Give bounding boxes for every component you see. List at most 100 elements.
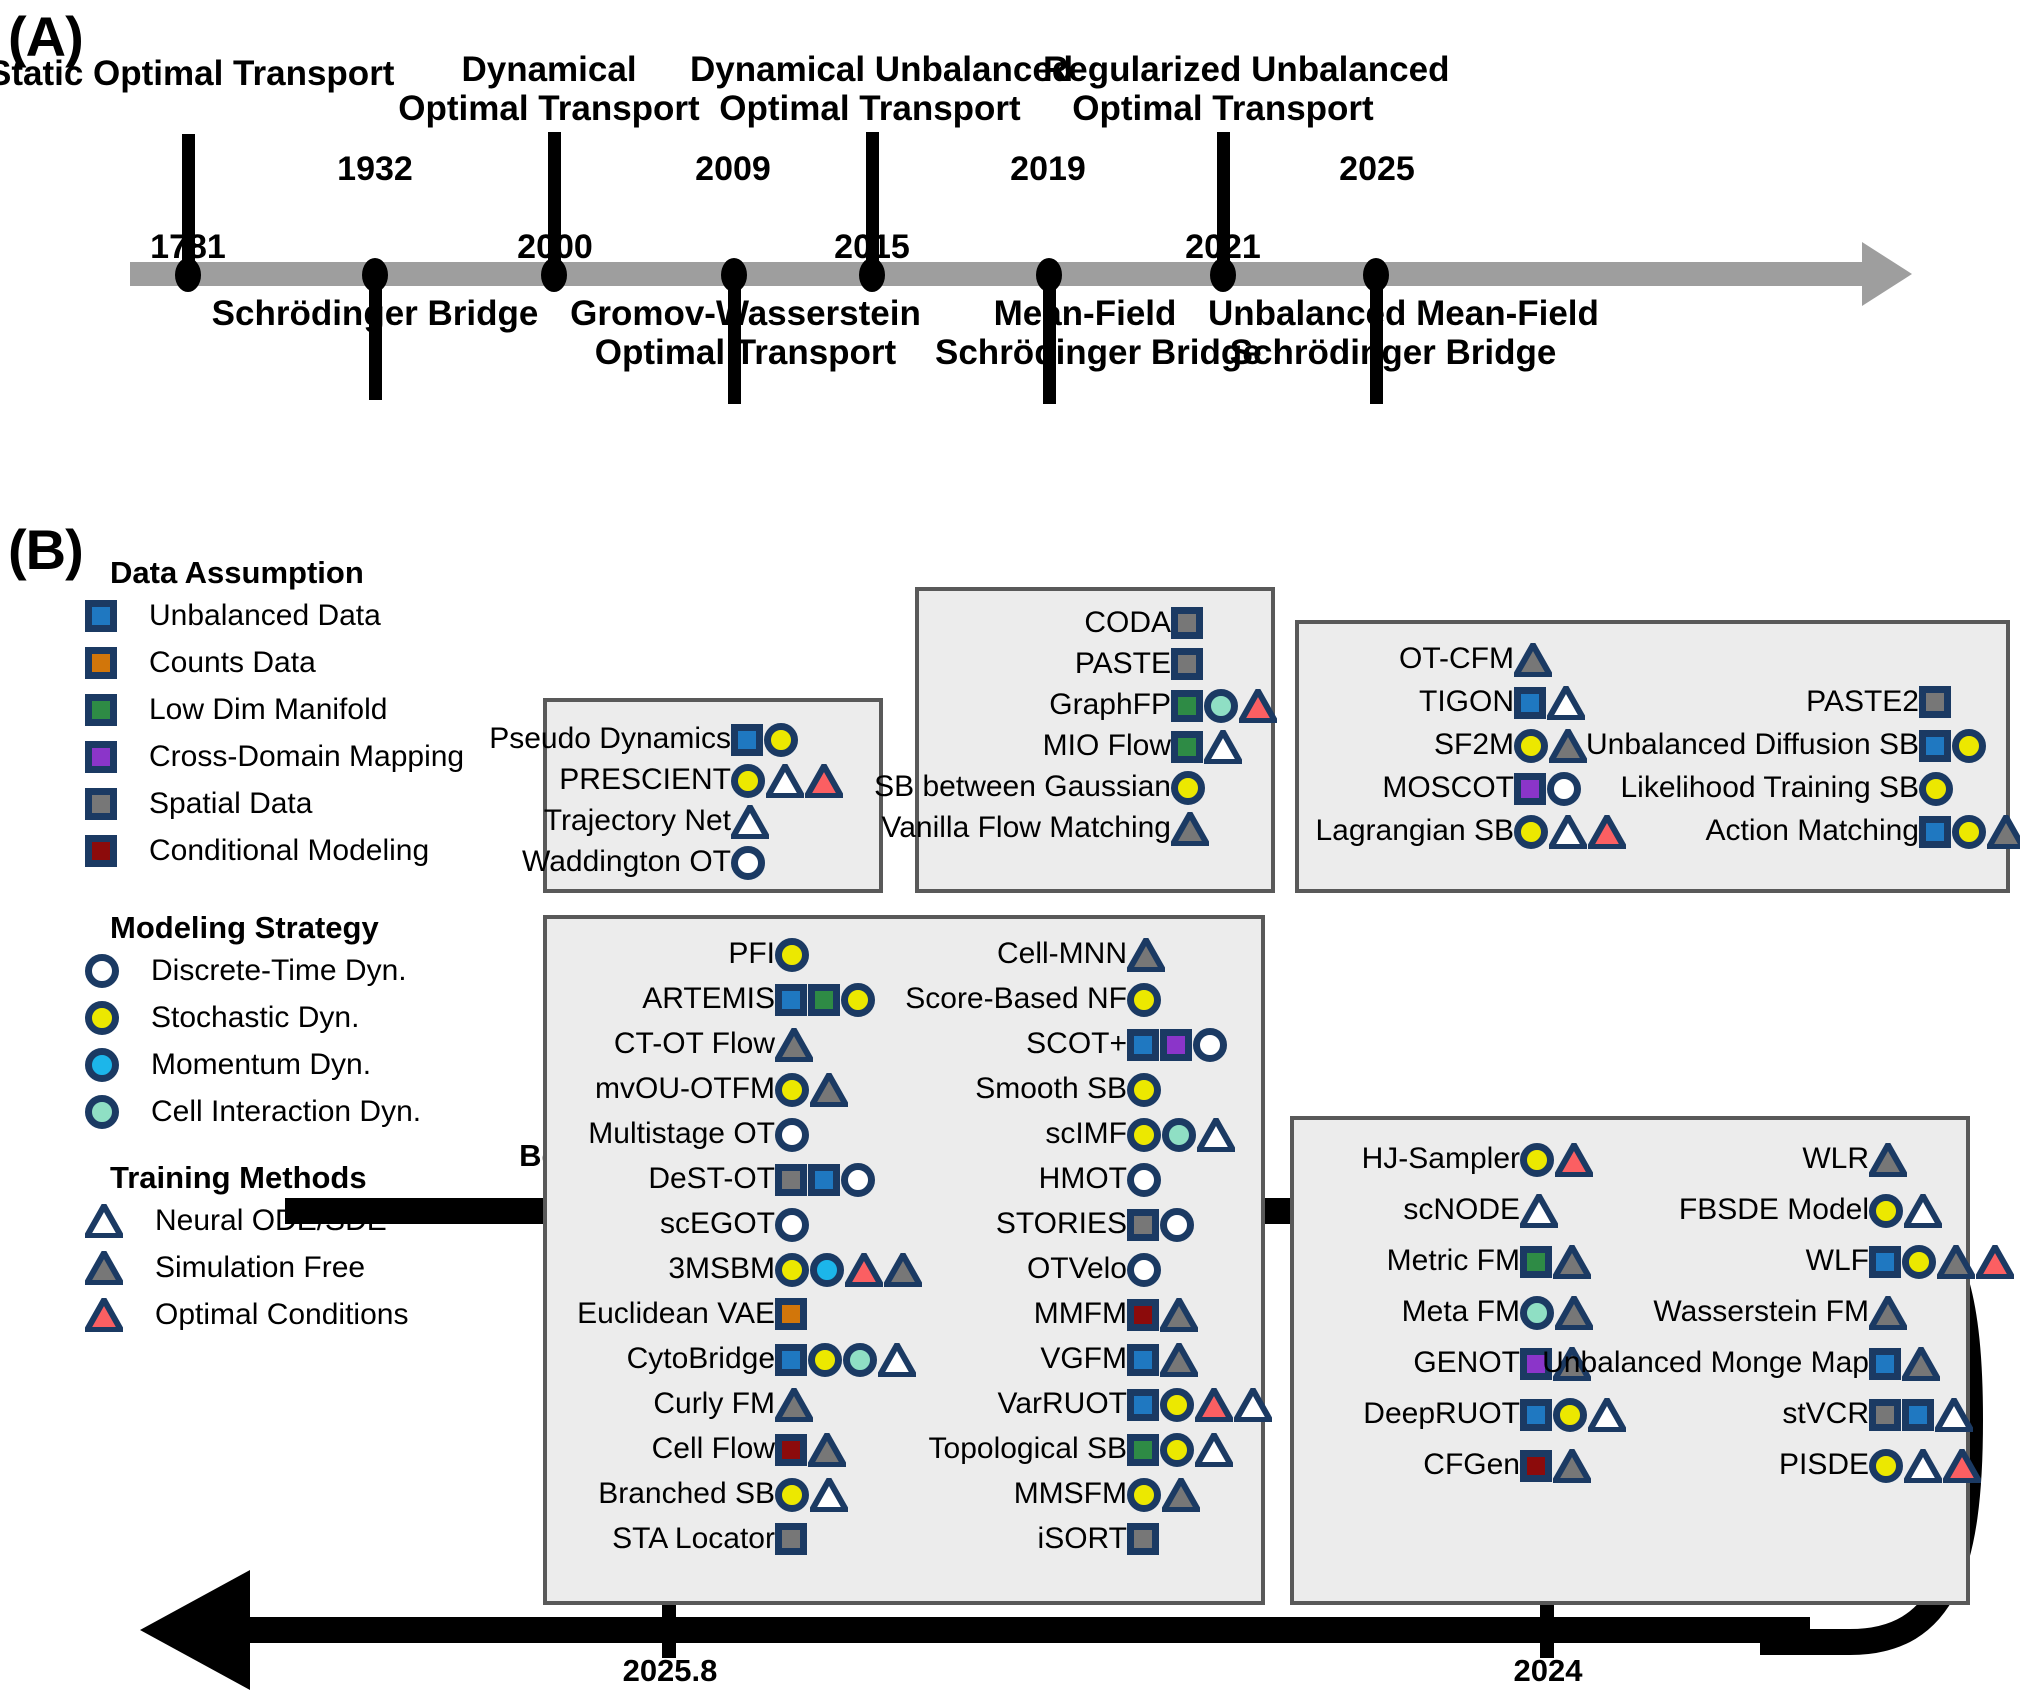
circle-symbol-icon bbox=[775, 1208, 809, 1242]
legend-item-label: Discrete-Time Dyn. bbox=[151, 954, 407, 987]
legend-item-label: Momentum Dyn. bbox=[151, 1048, 372, 1081]
method-name: WLR bbox=[1802, 1142, 1869, 1175]
circle-symbol-icon bbox=[1160, 1208, 1194, 1242]
method-name: Wasserstein FM bbox=[1653, 1295, 1869, 1328]
method-name: Cell-MNN bbox=[997, 937, 1127, 970]
method-symbols bbox=[775, 1163, 876, 1197]
square-symbol-icon bbox=[1127, 1389, 1159, 1421]
method-symbols bbox=[1127, 1073, 1162, 1107]
method-symbols bbox=[1869, 1194, 1943, 1228]
method-name: SCOT+ bbox=[1026, 1027, 1127, 1060]
triangle-symbol-icon bbox=[775, 1388, 813, 1422]
legend-group-title-2: Modeling Strategy bbox=[110, 910, 379, 945]
legend-item-simulation-free[interactable]: Simulation Free bbox=[85, 1251, 365, 1285]
legend-item-spatial-data[interactable]: Spatial Data bbox=[85, 787, 312, 821]
method-symbols bbox=[1127, 1523, 1160, 1555]
timeline-stem-2019 bbox=[1043, 282, 1056, 404]
circle-symbol-icon bbox=[1952, 815, 1986, 849]
square-symbol-icon bbox=[775, 1434, 807, 1466]
timeline-event-2015: Dynamical Unbalanced Optimal Transport bbox=[690, 50, 1073, 129]
legend-item-discrete-time-dyn[interactable]: Discrete-Time Dyn. bbox=[85, 954, 407, 988]
method-name: OTVelo bbox=[1026, 1252, 1127, 1285]
panel-b-label: (B) bbox=[8, 518, 84, 581]
legend-item-cross-domain-mapping[interactable]: Cross-Domain Mapping bbox=[85, 740, 464, 774]
timeline-year-2015: 2015 bbox=[834, 228, 910, 266]
triangle-symbol-icon bbox=[1514, 643, 1552, 677]
legend-item-low-dim-manifold[interactable]: Low Dim Manifold bbox=[85, 693, 387, 727]
method-symbols bbox=[1127, 1433, 1234, 1467]
circle-symbol-icon bbox=[1520, 1296, 1554, 1330]
method-symbols bbox=[1514, 643, 1553, 677]
method-name: SF2M bbox=[1433, 728, 1514, 761]
method-name: Euclidean VAE bbox=[577, 1297, 775, 1330]
legend-item-label: Simulation Free bbox=[155, 1251, 366, 1284]
method-name: Action Matching bbox=[1705, 814, 1919, 847]
method-symbols bbox=[1520, 1143, 1594, 1177]
method-symbols bbox=[1869, 1398, 1974, 1432]
method-name: Unbalanced Diffusion SB bbox=[1586, 728, 1919, 761]
circle-symbol-icon bbox=[841, 1163, 875, 1197]
square-symbol-icon bbox=[775, 1164, 807, 1196]
legend-item-stochastic-dyn[interactable]: Stochastic Dyn. bbox=[85, 1001, 359, 1035]
method-symbols bbox=[1171, 730, 1243, 764]
panel-a-timeline: (A) Static Optimal Transport 1781 1932 S… bbox=[0, 0, 2020, 520]
square-symbol-icon bbox=[1520, 1246, 1552, 1278]
timeline-stem-2000 bbox=[548, 132, 561, 264]
legend-item-optimal-conditions[interactable]: Optimal Conditions bbox=[85, 1298, 408, 1332]
triangle-symbol-icon bbox=[1555, 1296, 1593, 1330]
circle-symbol-icon bbox=[775, 938, 809, 972]
circle-symbol-icon bbox=[1127, 983, 1161, 1017]
method-symbols bbox=[775, 1298, 808, 1330]
method-symbols bbox=[1919, 686, 1952, 718]
method-symbols bbox=[1127, 1298, 1199, 1332]
method-symbols bbox=[1869, 1143, 1908, 1177]
square-symbol-icon bbox=[1520, 1348, 1552, 1380]
square-symbol-icon bbox=[1127, 1434, 1159, 1466]
timeline-year-2019: 2019 bbox=[1010, 150, 1086, 188]
square-symbol-icon bbox=[85, 694, 117, 726]
legend-group-title-1: Data Assumption bbox=[110, 555, 364, 590]
square-symbol-icon bbox=[1171, 690, 1203, 722]
timeline-event-2015-l2: Optimal Transport bbox=[719, 89, 1021, 129]
method-name: Vanilla Flow Matching bbox=[881, 811, 1171, 844]
legend-item-label: Cell Interaction Dyn. bbox=[151, 1095, 422, 1128]
timeline-stem-1932 bbox=[369, 282, 382, 400]
method-name: SB between Gaussian bbox=[874, 770, 1171, 803]
timeline-stem-2015 bbox=[866, 132, 879, 264]
legend-item-counts-data[interactable]: Counts Data bbox=[85, 646, 316, 680]
method-symbols bbox=[1869, 1296, 1908, 1330]
legend-item-momentum-dyn[interactable]: Momentum Dyn. bbox=[85, 1048, 371, 1082]
timeline-event-2025: Unbalanced Mean-Field Schrödinger Bridge bbox=[1208, 294, 1599, 372]
method-symbols bbox=[731, 805, 770, 839]
timeline-event-2021-l2: Optimal Transport bbox=[1072, 89, 1374, 129]
circle-symbol-icon bbox=[1547, 772, 1581, 806]
circle-symbol-icon bbox=[1204, 689, 1238, 723]
method-name: Lagrangian SB bbox=[1315, 814, 1515, 847]
circle-symbol-icon bbox=[1171, 771, 1205, 805]
triangle-symbol-icon bbox=[1943, 1449, 1981, 1483]
legend-item-unbalanced-data[interactable]: Unbalanced Data bbox=[85, 599, 381, 633]
legend-item-cell-interaction-dyn[interactable]: Cell Interaction Dyn. bbox=[85, 1095, 421, 1129]
method-symbols bbox=[1127, 983, 1162, 1017]
method-symbols bbox=[775, 1208, 810, 1242]
square-symbol-icon bbox=[85, 600, 117, 632]
method-name: FBSDE Model bbox=[1678, 1193, 1869, 1226]
triangle-symbol-icon bbox=[1520, 1194, 1558, 1228]
method-name: Smooth SB bbox=[975, 1072, 1127, 1105]
triangle-symbol-icon bbox=[1160, 1343, 1198, 1377]
legend-item-conditional-modeling[interactable]: Conditional Modeling bbox=[85, 834, 429, 868]
circle-symbol-icon bbox=[1160, 1433, 1194, 1467]
method-name: Trajectory Net bbox=[543, 804, 731, 837]
circle-symbol-icon bbox=[808, 1343, 842, 1377]
triangle-symbol-icon bbox=[1195, 1433, 1233, 1467]
circle-symbol-icon bbox=[1127, 1073, 1161, 1107]
track-tick-2025-8 bbox=[662, 1602, 676, 1658]
method-symbols bbox=[775, 1343, 917, 1377]
timeline-year-2009: 2009 bbox=[695, 150, 771, 188]
legend-item-label: Low Dim Manifold bbox=[149, 693, 388, 726]
timeline-event-2025-l1: Unbalanced Mean-Field bbox=[1208, 294, 1599, 333]
method-symbols bbox=[775, 1118, 810, 1152]
method-symbols bbox=[1127, 1388, 1273, 1422]
triangle-symbol-icon bbox=[1987, 815, 2020, 849]
